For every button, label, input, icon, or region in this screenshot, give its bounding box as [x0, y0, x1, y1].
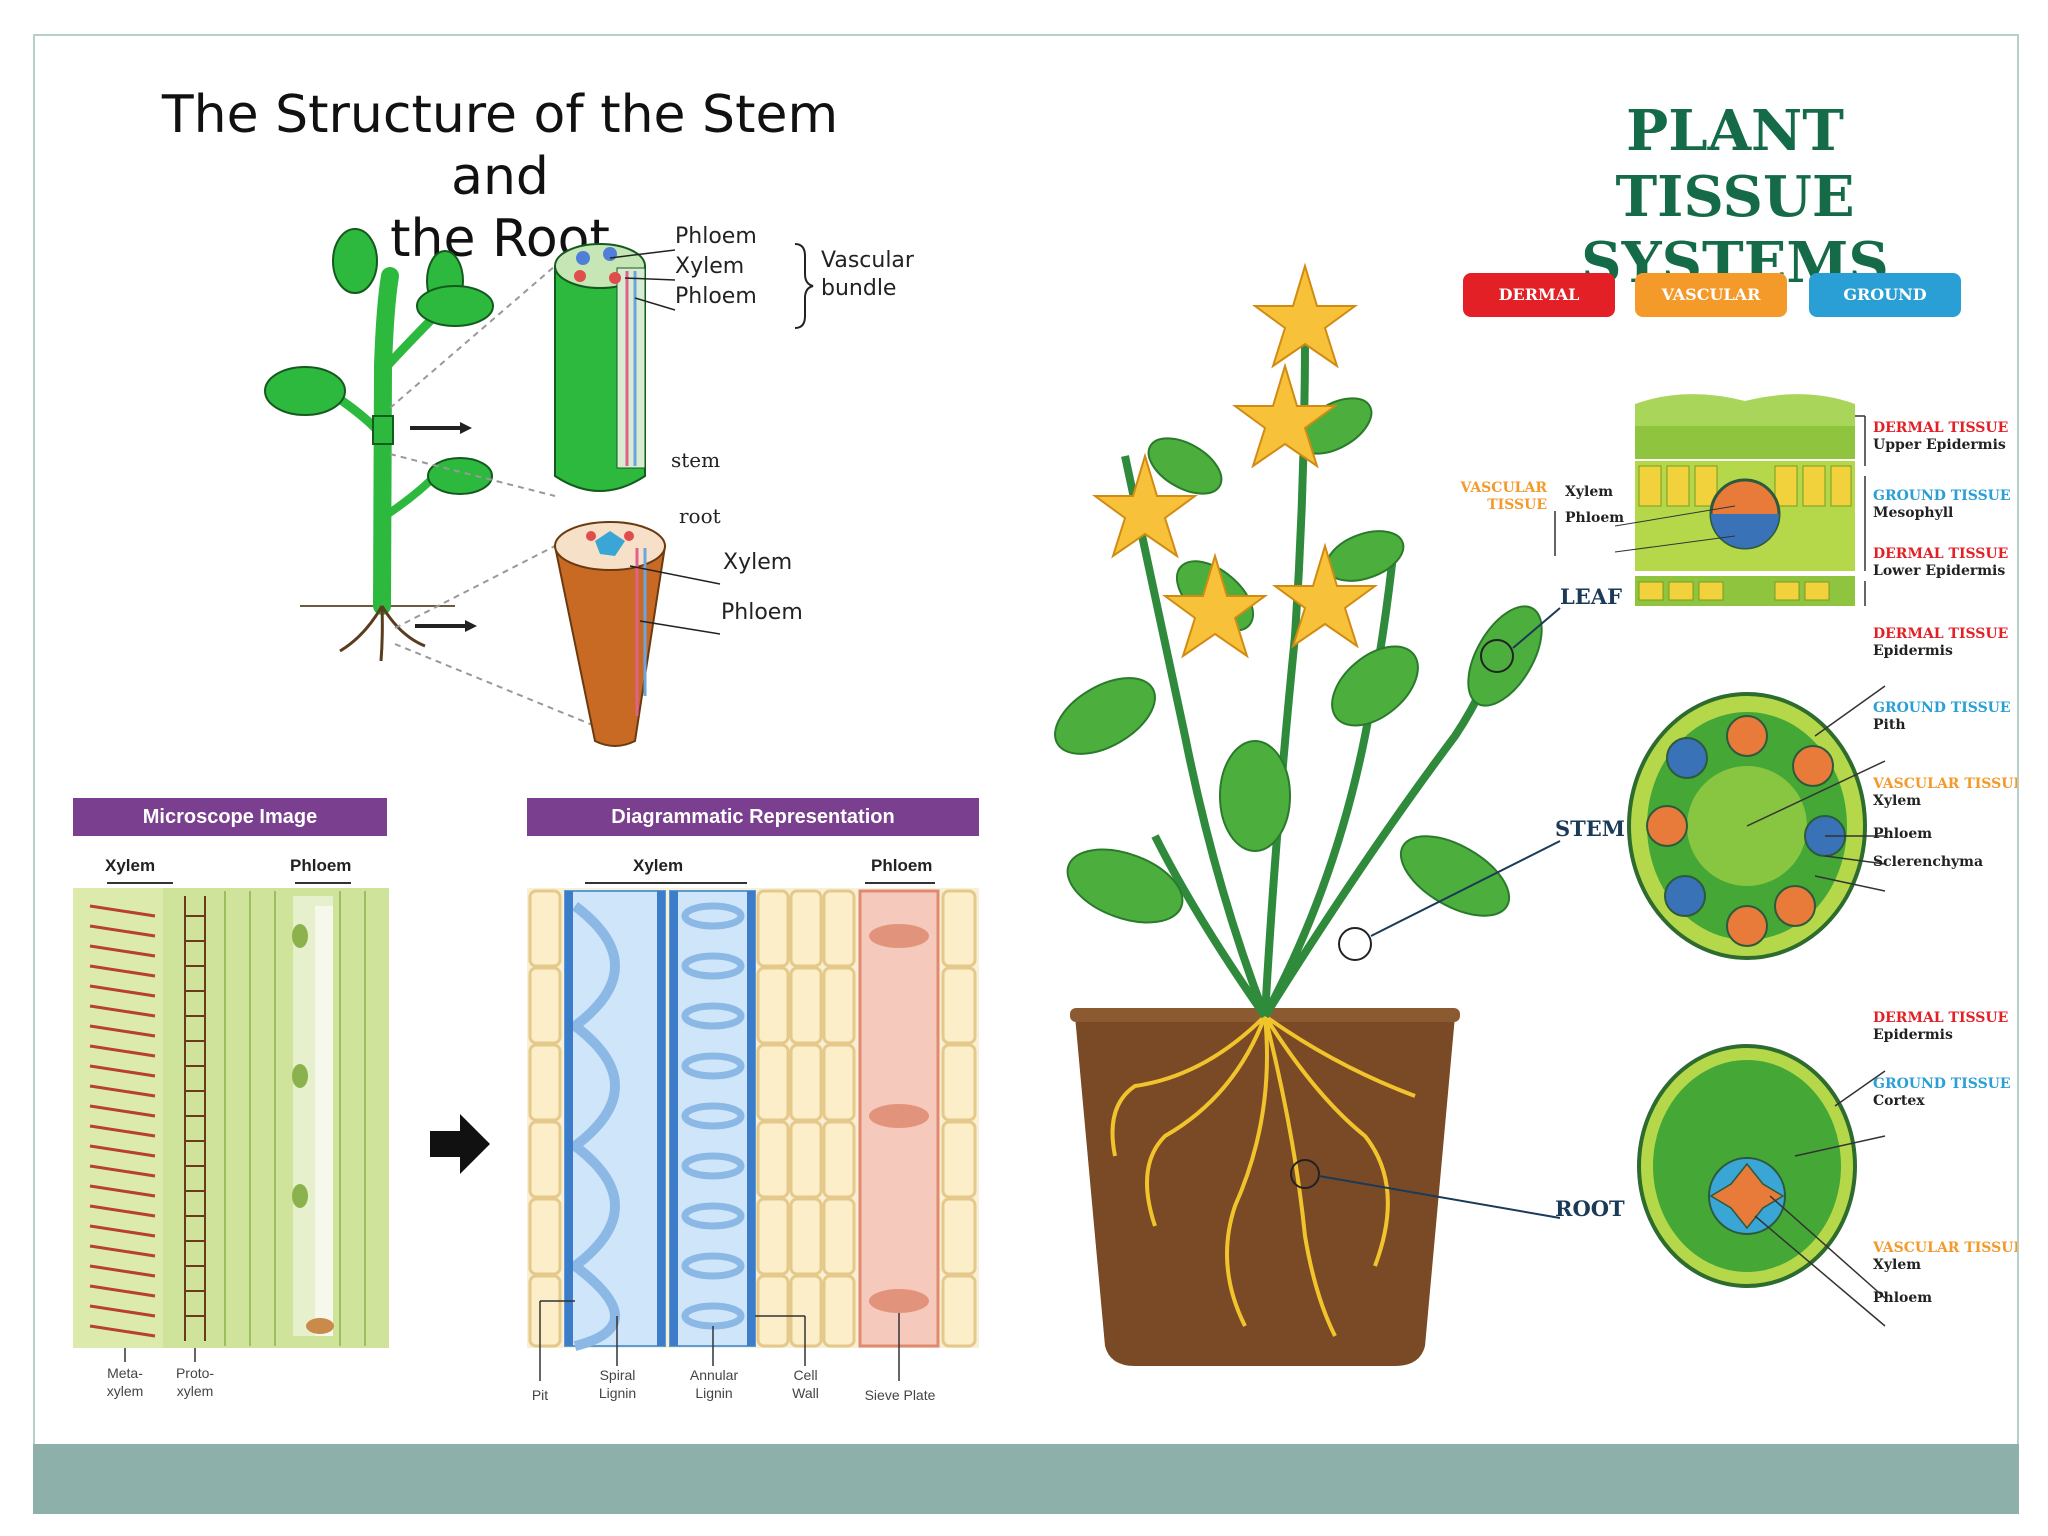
- legend-ground: GROUND TISSUE: [1809, 273, 1961, 348]
- leaf-cross-section: [1554, 394, 1866, 606]
- label-phloem-bottom: Phloem: [675, 284, 757, 309]
- vascular-bundle-brace: [794, 243, 814, 329]
- root-cross-section-detail: [1637, 1044, 1886, 1327]
- root-ground: GROUND TISSUE Cortex: [1873, 1076, 2011, 1109]
- slide-footer-bar: [33, 1444, 2019, 1514]
- stem-phloem: Phloem: [1873, 826, 1933, 842]
- leaf-dermal-lower: DERMAL TISSUE Lower Epidermis: [1873, 546, 2009, 579]
- left-title-line1: The Structure of the Stem and: [161, 85, 839, 207]
- label-pit: Pit: [531, 1387, 549, 1403]
- label-phloem-top: Phloem: [675, 224, 757, 249]
- plant-pot: [1075, 1016, 1455, 1366]
- plant-flowers: [1091, 262, 1379, 659]
- root-phloem: Phloem: [1873, 1290, 1933, 1306]
- stem-cross-section-detail: [1627, 685, 1886, 960]
- diagrammatic-header: Diagrammatic Representation: [527, 798, 979, 836]
- microscope-header: Microscope Image: [73, 798, 387, 836]
- label-metaxylem: Meta-xylem: [106, 1365, 144, 1399]
- plant-tissue-illustration: [1054, 262, 1886, 1366]
- diagrammatic-illustration: [527, 882, 979, 1381]
- organ-root: ROOT: [1555, 1196, 1625, 1221]
- micro-label-phloem: Phloem: [290, 856, 352, 875]
- diag-label-xylem: Xylem: [633, 856, 684, 875]
- label-stem: stem: [671, 448, 721, 472]
- stem-vascular: VASCULAR TISSUE Xylem: [1873, 776, 2019, 809]
- right-arrow-icon: [430, 1114, 490, 1174]
- slide: The Structure of the Stem and the Root: [33, 34, 2019, 1510]
- label-vascular: Vascular: [821, 248, 914, 273]
- stem-sclerenchyma: Sclerenchyma: [1873, 854, 1984, 870]
- label-protoxylem: Proto-xylem: [175, 1365, 215, 1399]
- leaf-vascular: VASCULAR TISSUE: [1460, 480, 1547, 513]
- label-sieve-plate: Sieve Plate: [864, 1387, 936, 1403]
- microscope-image: [73, 882, 490, 1362]
- label-root-phloem: Phloem: [721, 600, 803, 625]
- legend-vascular: VASCULAR TISSUE: [1635, 273, 1787, 348]
- root-vascular: VASCULAR TISSUE Xylem: [1873, 1240, 2019, 1273]
- leaf-dermal-upper: DERMAL TISSUE Upper Epidermis: [1873, 420, 2009, 453]
- right-title-line1: PLANT: [1626, 98, 1844, 164]
- seedling-stem: [373, 267, 399, 615]
- leaf-xylem: Xylem: [1565, 484, 1614, 500]
- organ-leaf: LEAF: [1560, 584, 1622, 609]
- label-root-xylem: Xylem: [723, 550, 793, 575]
- micro-label-xylem: Xylem: [105, 856, 156, 875]
- seedling-leaf: [416, 285, 494, 327]
- root-dermal: DERMAL TISSUE Epidermis: [1873, 1010, 2009, 1043]
- seedling-leaf: [264, 366, 346, 416]
- legend-dermal: DERMAL TISSUE: [1463, 273, 1615, 348]
- label-xylem-top: Xylem: [675, 254, 745, 279]
- left-title: The Structure of the Stem and the Root: [130, 84, 870, 270]
- seedling-leaf: [332, 228, 378, 294]
- plant-roots: [1110, 1014, 1416, 1337]
- stem-dermal: DERMAL TISSUE Epidermis: [1873, 626, 2009, 659]
- label-root: root: [679, 504, 721, 528]
- plant-leaves: [1054, 397, 1543, 924]
- diag-label-phloem: Phloem: [871, 856, 933, 875]
- organ-stem: STEM: [1555, 816, 1626, 841]
- stem-section-marker: [372, 415, 394, 445]
- leaf-phloem: Phloem: [1565, 510, 1625, 526]
- leaf-ground: GROUND TISSUE Mesophyll: [1873, 488, 2011, 521]
- stem-root-illustration: [264, 228, 814, 747]
- stem-ground: GROUND TISSUE Pith: [1873, 700, 2011, 733]
- seedling-roots: [339, 605, 426, 662]
- label-bundle: bundle: [821, 276, 897, 301]
